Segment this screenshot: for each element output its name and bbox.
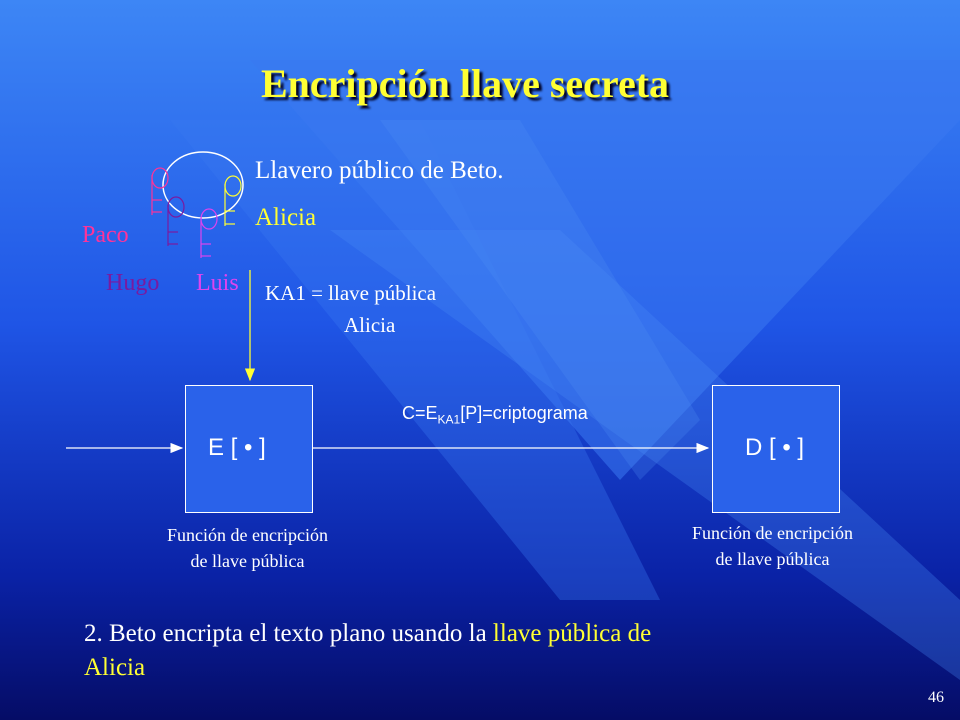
key-note-line1: KA1 = llave pública — [265, 281, 437, 305]
body-highlight-1: llave pública de — [492, 620, 652, 647]
slide-title: Encripción llave secreta — [260, 61, 670, 106]
cipher-suffix: [P]=criptograma — [460, 403, 588, 423]
right-caption-line2: de llave pública — [715, 549, 830, 569]
body-text: 2. Beto encripta el texto plano usando l… — [84, 617, 844, 685]
left-caption-line2: de llave pública — [190, 551, 305, 571]
hugo-key-label: Hugo — [106, 270, 160, 296]
left-caption-line1: Función de encripción — [167, 525, 328, 545]
cipher-prefix: C=E — [402, 403, 438, 423]
luis-key-label: Luis — [196, 270, 239, 296]
right-caption-line1: Función de encripción — [692, 523, 853, 543]
key-note-line2: Alicia — [344, 313, 396, 337]
keyring-label: Llavero público de Beto. — [255, 157, 504, 184]
cipher-subscript: KA1 — [437, 412, 461, 427]
encrypt-box — [185, 385, 313, 513]
body-plain: 2. Beto encripta el texto plano usando l… — [84, 620, 493, 647]
right-caption: Función de encripción de llave pública — [650, 520, 895, 572]
left-caption: Función de encripción de llave pública — [125, 522, 370, 574]
encrypt-box-label: E [ • ] — [208, 434, 266, 461]
decrypt-box-label: D [ • ] — [745, 434, 805, 461]
slide-number: 46 — [928, 689, 944, 706]
alicia-key-label: Alicia — [255, 204, 317, 231]
paco-key-label: Paco — [82, 222, 129, 248]
cipher-label: C=EKA1[P]=criptograma — [402, 403, 588, 427]
decrypt-box — [712, 385, 840, 513]
body-highlight-2: Alicia — [84, 654, 146, 681]
